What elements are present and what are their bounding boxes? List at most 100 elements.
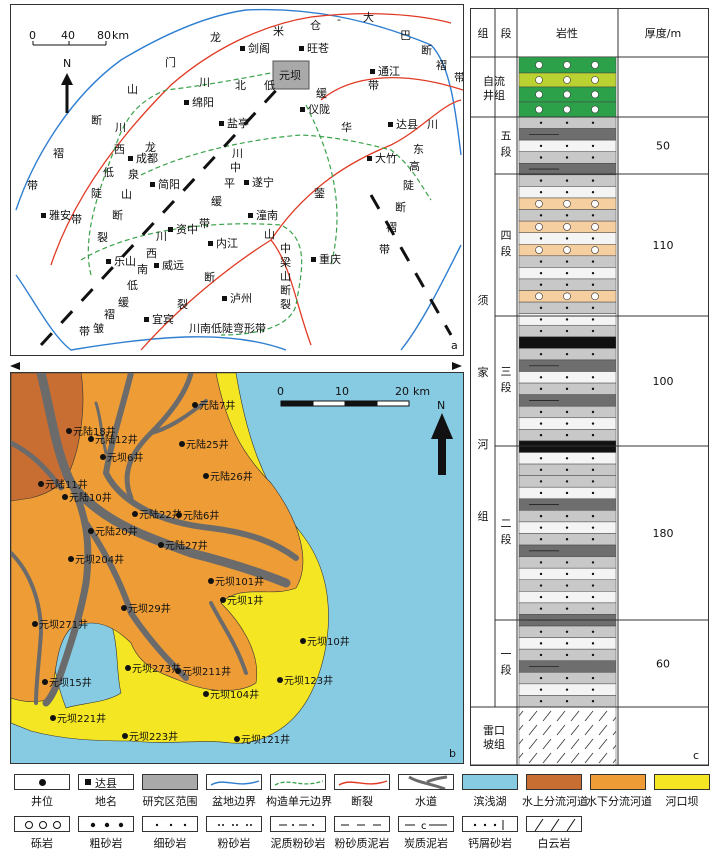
legend-label: 滨浅湖 (473, 795, 507, 808)
legend-symbol: c (398, 816, 454, 832)
structure-label: 梁 (280, 255, 291, 269)
tectonic-boundary (87, 64, 312, 276)
basin-boundary (15, 8, 462, 351)
legend-symbol (142, 816, 198, 832)
well-label: 元陆26井 (210, 470, 253, 483)
member-label: 段 (501, 663, 512, 677)
city-label: 资中 (176, 223, 198, 236)
section-line (369, 194, 453, 336)
city-label: 宜宾 (152, 312, 174, 326)
column-header: 组 (478, 26, 489, 40)
structure-label: 带 (368, 79, 379, 92)
legend-item: 河口坝 (650, 774, 714, 809)
structure-label: 川 (115, 121, 126, 134)
structure-label: 褶 (53, 146, 64, 160)
well-label: 元陆25井 (186, 438, 229, 451)
city-label: 达县 (396, 118, 418, 131)
well-label: 元坝204井 (75, 553, 124, 566)
structure-label: 陡 (403, 179, 414, 192)
legend-item: 盆地边界 (202, 774, 266, 809)
structure-label: 低 (127, 279, 138, 292)
city-marker (299, 46, 304, 51)
structure-label: 缓 (118, 296, 129, 309)
fault-line (140, 239, 312, 351)
well-marker (220, 597, 226, 603)
legend-label: 细砂岩 (153, 837, 187, 850)
structure-label: 西 (114, 143, 125, 156)
structure-label: 巴 (400, 29, 411, 42)
column-header: 厚度/m (645, 26, 681, 40)
formation-label: 自流 (483, 74, 505, 88)
structure-label: 川 (156, 230, 167, 243)
well-label: 元陆10井 (69, 491, 112, 504)
structure-label: 褶 (386, 220, 397, 234)
well-marker (179, 441, 185, 447)
structure-label: 大 (363, 10, 374, 24)
structure-label: 东 (413, 143, 424, 156)
legend-item: 构造单元边界 (266, 774, 332, 809)
legend-item: 钙屑砂岩 (458, 816, 522, 851)
well-label: 元坝104井 (210, 688, 259, 701)
structure-label: 仓 (310, 18, 321, 32)
city-label: 泸州 (230, 292, 252, 305)
member-label: 段 (501, 145, 512, 159)
legend-item: 粉砂质泥岩 (330, 816, 394, 851)
thickness-value: 180 (653, 527, 674, 540)
structure-label: 泉 (128, 167, 139, 181)
legend-item: 滨浅湖 (458, 774, 522, 809)
scale-tick: 0 (29, 29, 36, 42)
city-label: 乐山 (114, 255, 136, 268)
well-label: 元坝6井 (107, 451, 143, 464)
panel-letter: c (693, 749, 699, 762)
scale-tick: 40 (61, 29, 75, 42)
legend-symbol (462, 774, 518, 790)
city-label: 旺苍 (307, 42, 329, 55)
city-label: 重庆 (319, 252, 341, 266)
well-marker (277, 677, 283, 683)
structure-label: 断 (280, 283, 291, 297)
legend-item: 水上分流河道 (522, 774, 588, 809)
thickness-value: 110 (653, 239, 674, 252)
legend-symbol (270, 774, 326, 790)
thickness-value: 60 (656, 658, 670, 671)
formation-label: 井组 (483, 88, 505, 102)
city-label: 成都 (136, 152, 158, 165)
dolomite-layer (518, 706, 617, 765)
city-marker (208, 241, 213, 246)
city-label: 潼南 (256, 208, 278, 222)
legend-symbol (206, 816, 262, 832)
structure-label: 米 (273, 25, 284, 38)
city-marker (370, 69, 375, 74)
city-label: 威远 (162, 259, 184, 272)
city-marker (244, 180, 249, 185)
formation-label: 须 (478, 294, 489, 307)
member-label: 二 (501, 517, 512, 530)
legend-item: 井位 (10, 774, 74, 809)
column-header: 岩性 (556, 26, 578, 40)
city-marker (154, 263, 159, 268)
structure-label: 川 (427, 118, 438, 131)
panel-letter: b (449, 747, 456, 760)
structure-label: 西 (146, 247, 157, 260)
well-label: 元陆12井 (95, 433, 138, 446)
well-label: 元陆6井 (183, 509, 219, 522)
legend-label: 构造单元边界 (266, 795, 332, 808)
scale-unit: km (112, 29, 129, 42)
city-marker (219, 121, 224, 126)
legend-item: 研究区范围 (138, 774, 202, 809)
structure-label: 山 (121, 188, 132, 201)
panel-markers (10, 362, 462, 370)
well-marker (68, 556, 74, 562)
city-label: 内江 (216, 236, 238, 250)
structure-label: 山 (280, 270, 291, 283)
structure-label: 带 (199, 217, 210, 230)
well-label: 元坝10井 (307, 635, 350, 648)
legend-label: 井位 (31, 795, 53, 808)
well-label: 元坝221井 (57, 712, 106, 725)
city-marker (367, 156, 372, 161)
well-marker (125, 665, 131, 671)
fault-line (270, 99, 462, 241)
structure-label: 山 (127, 83, 138, 96)
structure-label: 带 (454, 71, 463, 84)
